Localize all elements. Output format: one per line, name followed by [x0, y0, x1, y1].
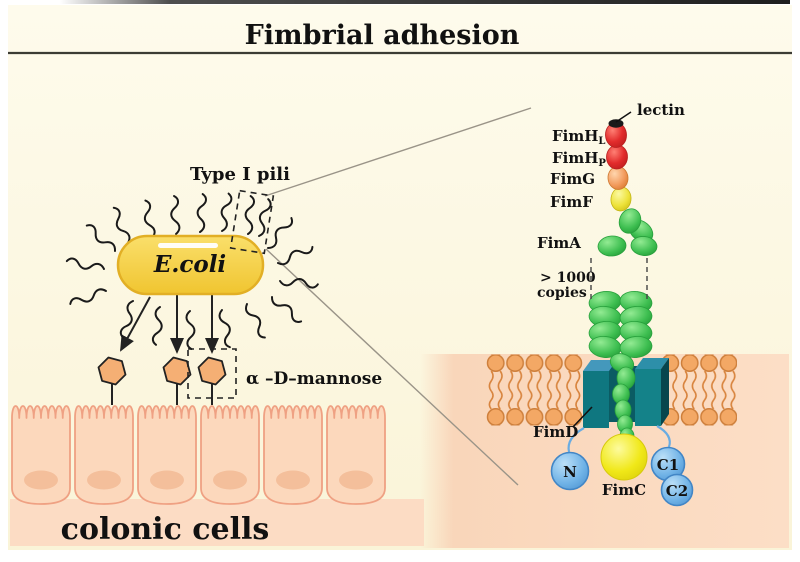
fimg-label: FimG [550, 170, 595, 188]
copies-count: > 1000 [540, 270, 596, 286]
tissue-label: colonic cells [61, 512, 270, 547]
pili-label: Type I pili [190, 164, 290, 185]
fima-label: FimA [537, 234, 581, 252]
copies-word: copies [537, 285, 587, 301]
ecoli-body [116, 234, 265, 296]
c1-domain-label: C1 [657, 456, 679, 474]
colonic-cell [137, 405, 197, 505]
fima-cluster [597, 208, 658, 257]
c2-domain-label: C2 [666, 482, 688, 500]
colonic-cell [74, 405, 134, 505]
fimd-pointer-line [572, 406, 593, 428]
ecoli-highlight [158, 243, 218, 248]
fimc-chaperone [600, 433, 648, 481]
mannose-highlight-box [187, 348, 237, 399]
mannose-label: α –D–mannose [246, 369, 382, 389]
figure-title: Fimbrial adhesion [245, 20, 520, 51]
fimc-label: FimC [602, 481, 646, 499]
colonic-cell [263, 405, 323, 505]
colonic-cell [11, 405, 71, 505]
pili-zoom-box [229, 189, 275, 255]
lectin-cap [608, 119, 624, 128]
n-domain-label: N [563, 463, 577, 481]
tissue-band [10, 499, 424, 546]
tip-fibrillum [605, 119, 632, 212]
lectin-pointer-line [615, 111, 632, 123]
fimh-p-label: FimHP [552, 149, 606, 169]
outer-membrane [486, 354, 737, 426]
fima-rod [588, 290, 653, 445]
fimf-label: FimF [550, 193, 593, 211]
fimh-l-label: FimHL [552, 127, 605, 147]
lectin-label: lectin [637, 101, 685, 119]
ecoli-bacterium: E.coli Type I pili [65, 164, 320, 351]
adhesion-arrows [120, 293, 219, 354]
ecoli-label: E.coli [153, 251, 226, 278]
top-edge-bar [60, 0, 790, 4]
n-domain [550, 451, 590, 491]
colonic-cell [326, 405, 386, 505]
c2-domain [660, 473, 694, 507]
fimd-label: FimD [533, 423, 578, 441]
rod-continuation-dashes [590, 258, 648, 299]
colonic-cell [200, 405, 260, 505]
chaperone-linkers [567, 425, 671, 453]
zoom-guide-lines [264, 107, 532, 486]
